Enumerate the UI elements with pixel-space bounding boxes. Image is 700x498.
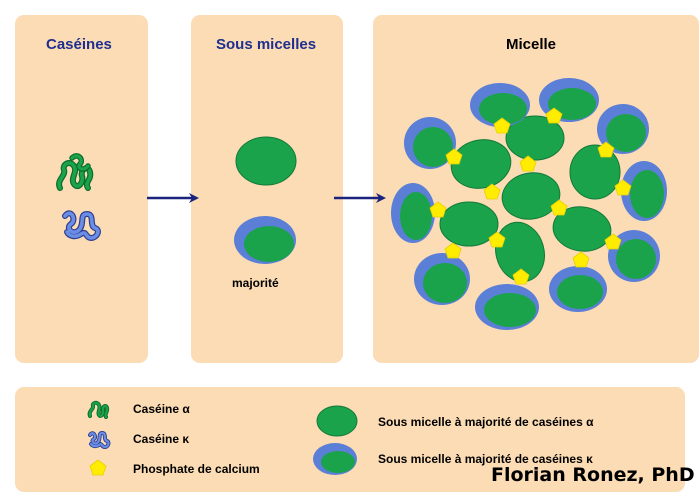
legend-panel [15,387,685,492]
sous-micelles-title: Sous micelles [216,36,317,53]
micelle-title: Micelle [506,36,557,53]
legend-phosphate-label: Phosphate de calcium [133,462,260,476]
submicelle-alpha [235,136,297,186]
calcium-phosphate-nodes [429,107,632,285]
legend-casein-alpha-label: Caséine α [133,402,190,416]
caseines-panel [15,15,148,363]
legend-casein-alpha-icon [87,400,110,419]
micelle-outer-submicelles [391,78,667,330]
author-credit: Florian Ronez, PhD [491,464,695,486]
legend-submicelle-kappa-icon [313,443,357,475]
casein-alpha-coil-icon [56,153,94,191]
submicelle-kappa [234,216,296,264]
legend-casein-kappa-icon [88,430,111,450]
legend-submicelle-alpha-label: Sous micelle à majorité de caséines α [378,415,594,429]
legend-submicelle-kappa-label: Sous micelle à majorité de caséines κ [378,452,593,466]
legend-phosphate-pentagon-icon [89,459,107,476]
sous-micelles-panel [191,15,343,363]
casein-kappa-coil-icon [62,210,101,242]
majorite-label: majorité [232,276,279,290]
legend-submicelle-alpha-icon [316,405,358,437]
micelle-inner-submicelles [439,115,621,283]
caseines-title: Caséines [46,36,112,53]
legend-casein-kappa-label: Caséine κ [133,432,190,446]
